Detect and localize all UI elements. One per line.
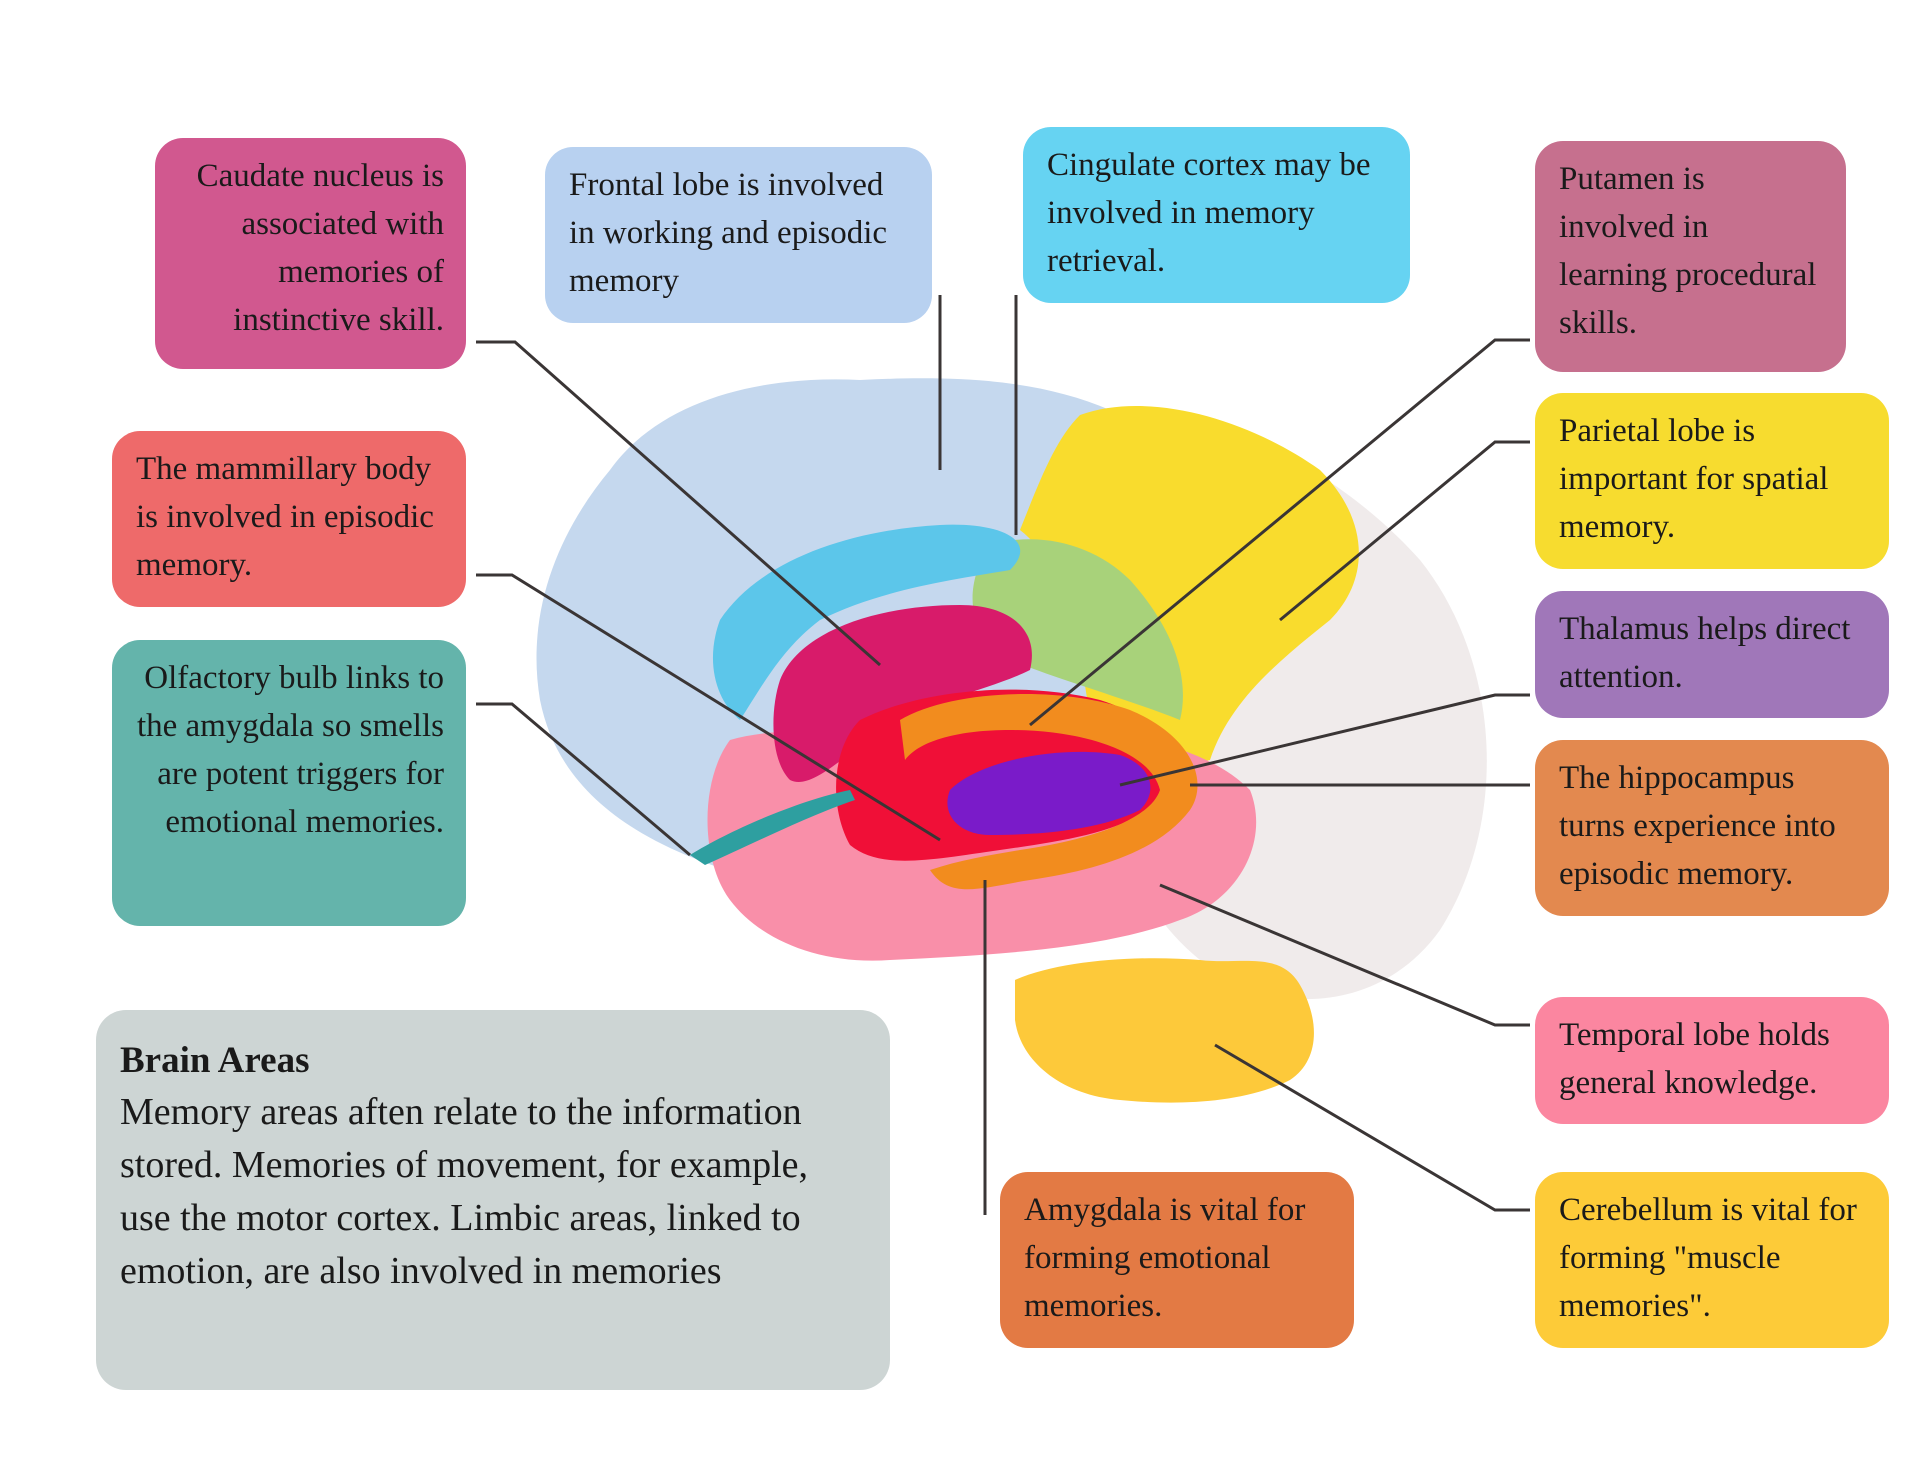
brain-illustration <box>536 378 1487 1103</box>
parietal-lobe-callout: Parietal lobe is important for spatial m… <box>1535 393 1889 569</box>
leader-line-thalamus <box>1119 693 1530 787</box>
cingulate-cortex-region <box>712 524 1021 720</box>
amygdala-text: Amygdala is vital for forming emotional … <box>1024 1192 1306 1324</box>
leader-line-cerebellum <box>1214 1043 1530 1212</box>
hippocampus-callout: The hippocampus turns experience into ep… <box>1535 740 1889 916</box>
info-box-body: Memory areas aften relate to the informa… <box>120 1091 809 1292</box>
olfactory-bulb-text: Olfactory bulb links to the amygdala so … <box>136 660 444 840</box>
amygdala-callout: Amygdala is vital for forming emotional … <box>1000 1172 1354 1348</box>
olfactory-bulb-callout: Olfactory bulb links to the amygdala so … <box>112 640 466 926</box>
leader-line-parietal <box>1279 440 1530 622</box>
leader-lines <box>476 295 1530 1215</box>
thalamus-text: Thalamus helps direct attention. <box>1559 611 1851 695</box>
thalamus-callout: Thalamus helps direct attention. <box>1535 591 1889 718</box>
hippocampus-text: The hippocampus turns experience into ep… <box>1559 760 1836 892</box>
olfactory-bulb-region <box>690 790 855 865</box>
parietal-lobe-text: Parietal lobe is important for spatial m… <box>1559 413 1829 545</box>
mammillary-body-callout: The mammillary body is involved in episo… <box>112 431 466 607</box>
putamen-text: Putamen is involved in learning procedur… <box>1559 161 1817 341</box>
thalamus-region <box>947 751 1151 835</box>
leader-line-mammillary <box>476 573 941 842</box>
frontal-lobe-callout: Frontal lobe is involved in working and … <box>545 147 932 323</box>
putamen-callout: Putamen is involved in learning procedur… <box>1535 141 1846 372</box>
info-box-title: Brain Areas <box>120 1040 310 1081</box>
caudate-nucleus-callout: Caudate nucleus is associated with memor… <box>155 138 466 369</box>
frontal-lobe-text: Frontal lobe is involved in working and … <box>569 167 888 299</box>
brain-areas-info-box: Brain Areas Memory areas aften relate to… <box>96 1010 890 1390</box>
hippocampus-region <box>900 693 1198 890</box>
leader-line-putamen <box>1029 338 1530 727</box>
cerebellum-region <box>1015 958 1314 1103</box>
cingulate-posterior-region <box>972 539 1183 720</box>
leader-line-olfactory <box>476 702 691 857</box>
cingulate-cortex-callout: Cingulate cortex may be involved in memo… <box>1023 127 1410 303</box>
cerebellum-text: Cerebellum is vital for forming "muscle … <box>1559 1192 1857 1324</box>
leader-line-temporal <box>1159 883 1530 1027</box>
leader-line-caudate <box>476 340 881 667</box>
temporal-lobe-callout: Temporal lobe holds general knowledge. <box>1535 997 1889 1124</box>
mammillary-body-text: The mammillary body is involved in episo… <box>136 451 434 583</box>
caudate-nucleus-region <box>773 605 1032 782</box>
cerebellum-callout: Cerebellum is vital for forming "muscle … <box>1535 1172 1889 1348</box>
caudate-nucleus-text: Caudate nucleus is associated with memor… <box>196 158 444 338</box>
cingulate-cortex-text: Cingulate cortex may be involved in memo… <box>1047 147 1371 279</box>
temporal-lobe-text: Temporal lobe holds general knowledge. <box>1559 1017 1830 1101</box>
